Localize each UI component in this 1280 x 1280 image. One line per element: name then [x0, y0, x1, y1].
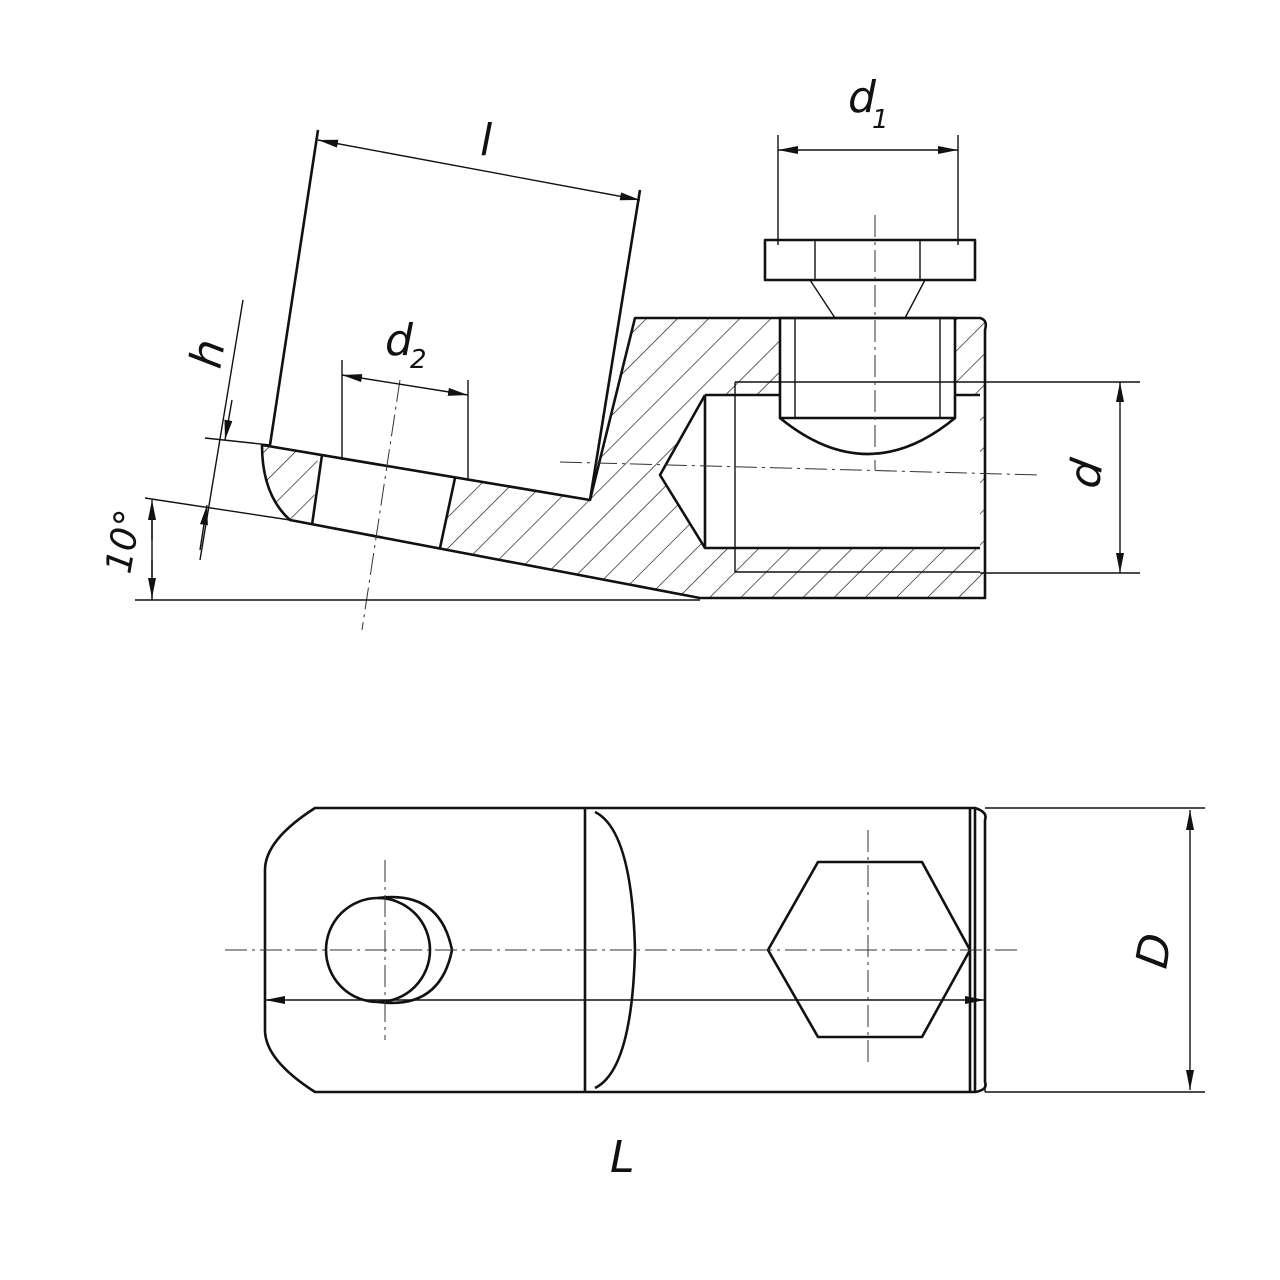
- label-h: h: [181, 336, 236, 372]
- hex-head: [763, 238, 977, 282]
- dim-L-extensions: [264, 960, 986, 1092]
- label-l: l: [480, 115, 493, 166]
- section-view: l d 1 d 2 h 10° d: [98, 72, 1140, 631]
- center-lines: [361, 215, 1041, 631]
- label-L: L: [610, 1132, 635, 1183]
- dim-d1-extensions: [777, 135, 959, 245]
- dim-h-arrow-top: [224, 399, 233, 441]
- plan-view: D L: [225, 806, 1205, 1183]
- dim-D-extensions: [985, 807, 1205, 1093]
- screw-tip: [779, 416, 956, 456]
- plan-center-lines: [225, 830, 1020, 1065]
- label-d2: d: [385, 315, 414, 366]
- dim-d2: [341, 374, 469, 396]
- label-d2-sub: 2: [410, 345, 427, 375]
- bore-outline: [658, 393, 980, 550]
- label-D: D: [1127, 930, 1183, 972]
- dim-l: [317, 139, 641, 201]
- bore-cutout: [660, 395, 980, 548]
- dim-h-arrow-bottom: [199, 504, 208, 551]
- dim-h-line: [199, 299, 244, 561]
- label-d1-sub: 1: [872, 105, 889, 135]
- dim-d-extensions: [980, 381, 1140, 574]
- cable-outline: [268, 129, 642, 501]
- hex-head-facets: [809, 240, 926, 319]
- plan-outline: [263, 806, 977, 1094]
- lug-hole: [312, 455, 455, 548]
- baseline-extension-lines: [135, 437, 700, 601]
- screw-thread-lines: [794, 318, 941, 418]
- screw: [778, 316, 957, 420]
- label-angle: 10°: [98, 507, 149, 577]
- label-d: d: [1059, 454, 1114, 491]
- label-d1: d: [848, 72, 877, 123]
- lug-hole-edges: [310, 454, 457, 549]
- screw-cutout: [780, 318, 955, 418]
- bore-thread-line: [734, 381, 980, 573]
